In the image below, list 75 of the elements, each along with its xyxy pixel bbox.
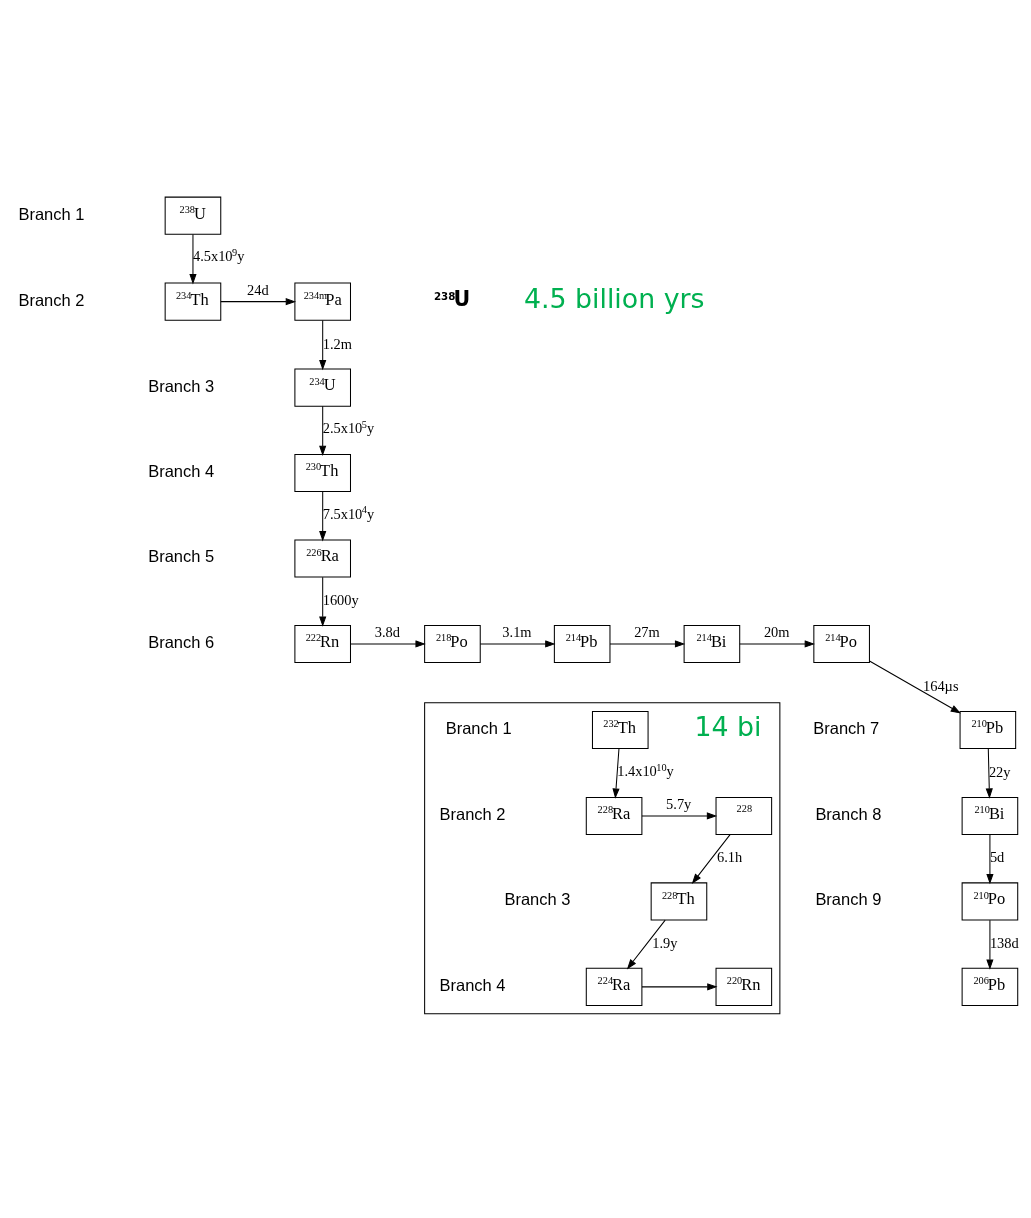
arrow [985,747,993,799]
node-box: $^{226}$Ra [294,539,351,578]
edge-label: 7.5x10$^{4}$y [322,503,375,522]
edge-label: 3.8d [374,623,400,640]
node-box: $^{234}$Th [164,282,222,321]
label: 4.5 billion yrs [523,282,705,314]
arrow [189,233,197,284]
arrow [641,811,718,820]
node-box: $^{228}$Th [650,881,708,920]
label: Branch 1 [445,718,512,737]
label: Branch 3 [148,376,215,395]
node-box: $^{210}$Bi [961,796,1019,835]
label: Branch 4 [148,461,215,480]
arrow [868,660,961,713]
label: Branch 7 [813,718,880,737]
node-box: $^{222}$Rn [294,624,351,663]
node-box: $^{210}$Pb [959,710,1017,749]
node-box: $^{218}$Po [424,624,481,663]
node-box: $^{206}$Pb [961,967,1019,1006]
label: 14 bi [694,710,762,742]
edge-label: 1600y [322,591,359,608]
arrow [319,319,327,370]
arrow [479,639,556,648]
edge-label: 3.1m [502,623,532,640]
label: Branch 5 [148,546,215,565]
edge-label: 24d [247,281,269,298]
node-box: $^{230}$Th [294,453,351,492]
node-box: $^{234}$U [294,368,351,407]
arrow [986,833,994,884]
edge-label: 4.5x10$^{9}$y [192,246,245,264]
label: Branch 3 [504,889,571,908]
edge-label: 2.5x10$^{5}$y [322,418,375,436]
label: $^{238}$U [433,286,471,311]
arrow [609,639,686,648]
label: Branch 6 [148,632,215,651]
node-box: $^{238}$U [164,196,222,235]
edge-label: 164µs [922,677,959,694]
node-box: $^{214}$Bi [683,624,741,663]
edge-label: 5d [989,848,1005,865]
cluster [424,701,781,1014]
label: Branch 4 [439,975,506,994]
label: Branch 1 [18,204,85,223]
node-box: $^{214}$Pb [553,624,611,663]
arrow [612,747,620,799]
arrow [220,297,297,305]
edge-label: 22y [988,763,1011,780]
arrow [626,919,666,969]
node-box: 228 [715,796,773,835]
arrow [986,919,994,970]
arrow [319,490,327,541]
arrow [641,982,718,990]
edge-label: 138d [989,934,1019,951]
edge-label: 27m [634,623,660,640]
node-box: $^{232}$Th [591,710,649,749]
label: Branch 9 [815,889,882,908]
edge-label: 1.4x10$^{10}$y [617,761,674,779]
node-box: $^{220}$Rn [715,967,773,1006]
node-box: $^{214}$Po [813,624,870,663]
label: Branch 2 [18,290,85,309]
arrow [691,833,731,884]
arrow [739,639,815,648]
node-box: $^{228}$Ra [585,796,643,835]
arrow [319,576,327,627]
node-box: $^{210}$Po [961,881,1019,920]
edge-label: 1.9y [652,934,678,951]
arrow [319,405,327,456]
edge-label: 20m [763,623,790,640]
node-box: $^{234m}$Pa [294,282,351,321]
edge-label: 6.1h [717,848,743,865]
edge-label: 1.2m [322,335,352,352]
arrow [350,639,426,648]
edge-label: 5.7y [666,795,692,812]
label: Branch 8 [815,804,882,823]
node-box: $^{224}$Ra [585,967,643,1006]
label: Branch 2 [439,804,506,823]
